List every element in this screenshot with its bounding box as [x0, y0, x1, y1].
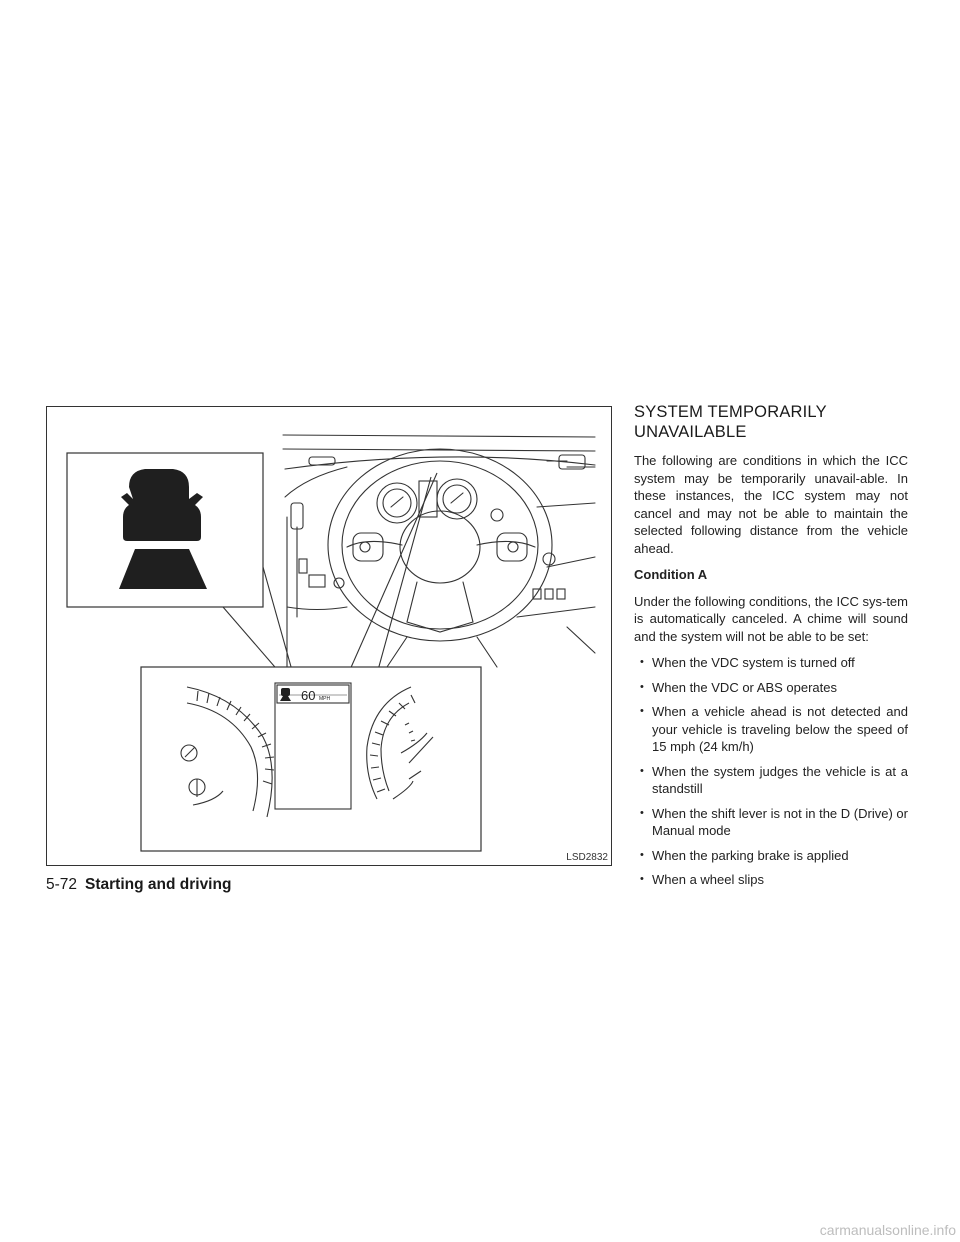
figure-code: LSD2832 [566, 852, 608, 863]
page-footer: 5-72 Starting and driving [46, 876, 231, 894]
condition-subheading: Condition A [634, 567, 708, 582]
section-heading-line2: UNAVAILABLE [634, 423, 747, 441]
list-item: When the parking brake is applied [634, 847, 908, 865]
list-item: When the shift lever is not in the D (Dr… [634, 805, 908, 840]
icc-display-icon [280, 688, 291, 701]
section-heading: SYSTEM TEMPORARILY UNAVAILABLE [634, 402, 908, 442]
page-number: 5-72 [46, 876, 78, 893]
condition-paragraph: Under the following conditions, the ICC … [634, 593, 908, 644]
list-item: When the system judges the vehicle is at… [634, 763, 908, 798]
section-heading-line1: SYSTEM TEMPORARILY [634, 403, 827, 421]
illustration-figure: 60 MPH LSD2832 [46, 406, 612, 866]
list-item: When the VDC system is turned off [634, 654, 908, 672]
watermark: carmanualsonline.info [819, 1222, 956, 1238]
text-column: SYSTEM TEMPORARILY UNAVAILABLE The follo… [634, 402, 908, 896]
intro-paragraph: The following are conditions in which th… [634, 453, 908, 556]
list-item: When a wheel slips [634, 871, 908, 889]
cockpit-illustration: 60 MPH [66, 434, 596, 852]
list-item: When a vehicle ahead is not detected and… [634, 703, 908, 756]
footer-section-title: Starting and driving [85, 876, 232, 893]
list-item: When the VDC or ABS operates [634, 679, 908, 697]
condition-list: When the VDC system is turned off When t… [634, 654, 908, 889]
car-ahead-icon [119, 469, 207, 589]
display-speed: 60 [301, 688, 315, 703]
display-speed-unit: MPH [319, 696, 331, 702]
